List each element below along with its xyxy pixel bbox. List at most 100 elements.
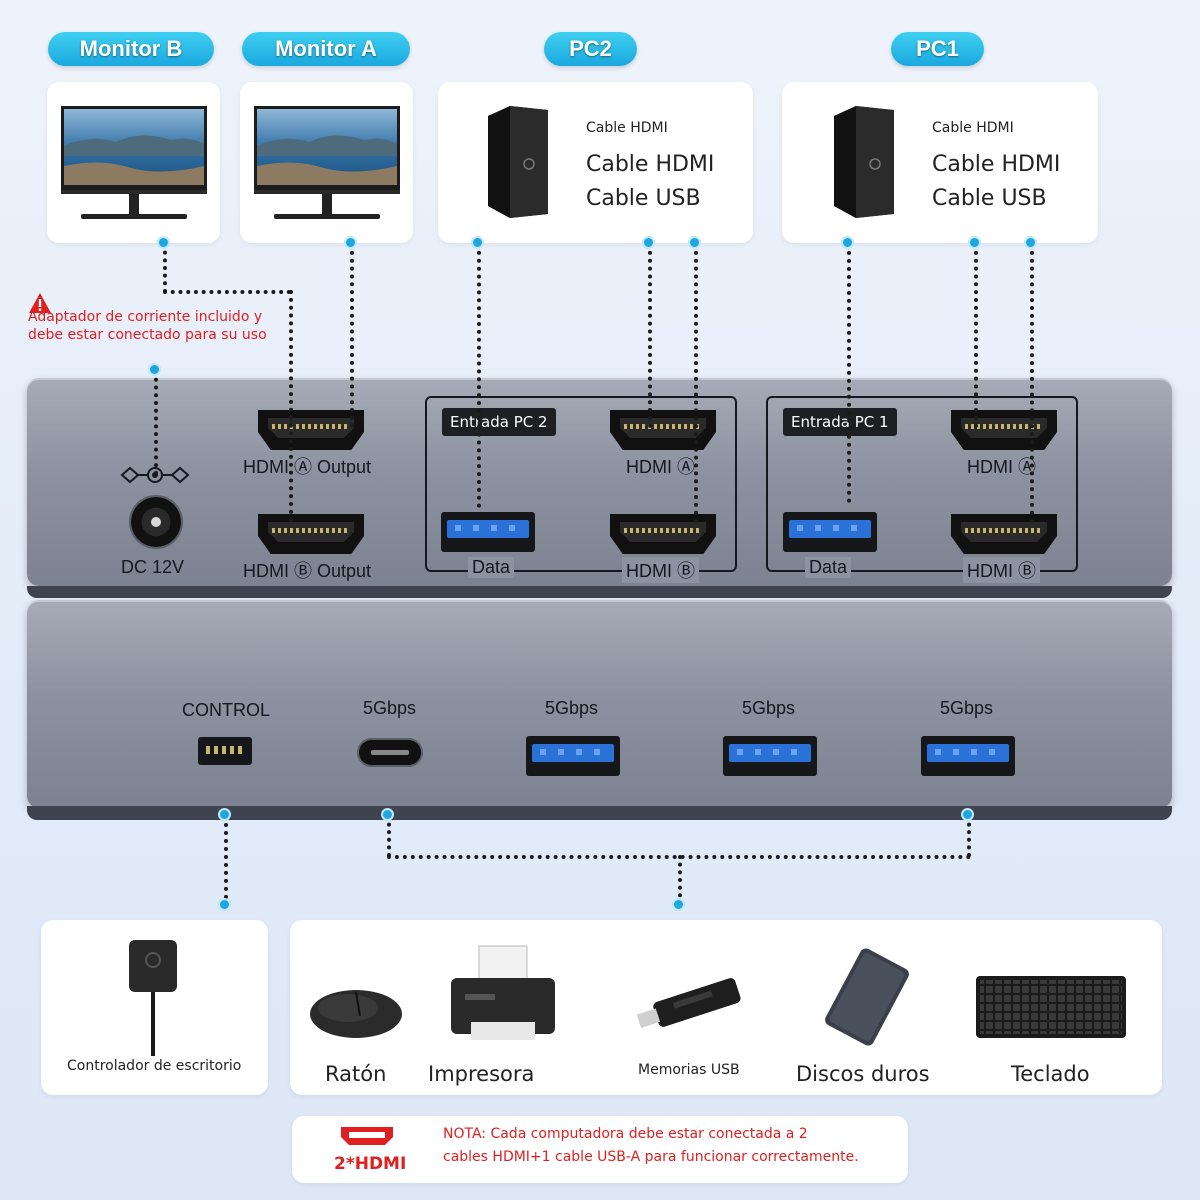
connector-line xyxy=(694,243,698,523)
hdmi-b-output-label: HDMI Ⓑ Output xyxy=(243,561,372,581)
connector-line xyxy=(974,243,978,428)
pc-tower-icon xyxy=(834,106,894,218)
monitor-a-card xyxy=(240,82,413,243)
pc1-hdmi-b-label: HDMI Ⓑ xyxy=(963,557,1040,583)
note-card: 2*HDMI NOTA: Cada computadora debe estar… xyxy=(292,1116,908,1183)
usb-a-port-3[interactable] xyxy=(921,736,1015,776)
pc1-card: Cable HDMI Cable HDMI Cable USB xyxy=(782,82,1098,243)
hard-drive-icon xyxy=(825,948,909,1046)
connector-dot xyxy=(157,236,170,249)
connector-line xyxy=(967,815,971,857)
note-hdmi-label: 2*HDMI xyxy=(334,1154,407,1174)
connector-line xyxy=(678,855,682,905)
connector-dot xyxy=(642,236,655,249)
pc1-cable-line2: Cable HDMI xyxy=(932,152,1061,177)
connector-line xyxy=(387,815,391,857)
monitor-b-card xyxy=(47,82,220,243)
usb-stick-icon xyxy=(636,978,741,1028)
pc2-hdmi-a-label: HDMI Ⓐ xyxy=(626,457,695,477)
usb-a-port1-speed-label: 5Gbps xyxy=(545,698,599,718)
pc1-cable-line3: Cable USB xyxy=(932,186,1047,211)
pc2-cable-line2: Cable HDMI xyxy=(586,152,715,177)
pc2-hdmi-b-label: HDMI Ⓑ xyxy=(622,557,699,583)
dc-pin xyxy=(151,517,161,527)
pc1-hdmi-a-port[interactable] xyxy=(951,410,1057,450)
usb-a-port-2[interactable] xyxy=(723,736,817,776)
connector-dot xyxy=(961,808,974,821)
controller-label: Controlador de escritorio xyxy=(67,1058,242,1074)
monitor-a-label: Monitor A xyxy=(242,32,410,66)
mouse-label: Ratón xyxy=(325,1062,387,1086)
monitor-b-label: Monitor B xyxy=(48,32,214,66)
hdmi-b-output-port[interactable] xyxy=(258,514,364,554)
connector-line xyxy=(289,290,293,522)
connector-dot xyxy=(688,236,701,249)
connector-dot xyxy=(471,236,484,249)
keyboard-label: Teclado xyxy=(1011,1062,1090,1086)
connector-dot xyxy=(1024,236,1037,249)
pc2-data-label: Data xyxy=(468,557,515,578)
connector-line xyxy=(163,290,291,294)
dc-polarity-icon xyxy=(120,466,190,484)
pc1-cable-line1: Cable HDMI xyxy=(932,120,1014,136)
pc2-card: Cable HDMI Cable HDMI Cable USB xyxy=(438,82,753,243)
printer-label: Impresora xyxy=(428,1062,535,1086)
pc1-input-group xyxy=(766,396,1078,572)
usb-a-port-1[interactable] xyxy=(526,736,620,776)
hdmi-a-output-port[interactable] xyxy=(258,410,364,450)
usb-a-port2-speed-label: 5Gbps xyxy=(742,698,796,718)
control-label: CONTROL xyxy=(182,700,271,720)
pc1-hdmi-a-label: HDMI Ⓐ xyxy=(967,457,1036,477)
pc1-label: PC1 xyxy=(891,32,984,66)
keyboard-icon xyxy=(976,976,1126,1038)
usb-a-port3-speed-label: 5Gbps xyxy=(940,698,994,718)
usb-stick-label: Memorias USB xyxy=(638,1062,740,1078)
controller-card: Controlador de escritorio xyxy=(41,920,268,1095)
note-line2: cables HDMI+1 cable USB-A para funcionar… xyxy=(443,1149,859,1165)
pc1-data-label: Data xyxy=(805,557,852,578)
connector-dot xyxy=(344,236,357,249)
pc2-label: PC2 xyxy=(544,32,637,66)
printer-icon xyxy=(451,945,555,1040)
kvm-top-unit-base xyxy=(27,586,1172,598)
control-port[interactable] xyxy=(198,737,252,765)
kvm-bottom-unit-base xyxy=(27,806,1172,820)
pc2-hdmi-b-port[interactable] xyxy=(610,514,716,554)
connector-line xyxy=(1030,243,1034,523)
connector-line xyxy=(154,370,158,475)
pc-tower-icon xyxy=(488,106,548,218)
warning-icon xyxy=(29,293,51,313)
connector-dot xyxy=(968,236,981,249)
pc1-usb-data-port[interactable] xyxy=(783,512,877,552)
pc1-input-tag: Entrada PC 1 xyxy=(783,408,897,436)
usb-c-speed-label: 5Gbps xyxy=(363,698,417,718)
monitor-icon xyxy=(254,106,400,219)
pc1-hdmi-b-port[interactable] xyxy=(951,514,1057,554)
connector-dot xyxy=(148,363,161,376)
usb-c-port[interactable] xyxy=(359,740,421,765)
mouse-icon xyxy=(310,990,402,1038)
connector-line xyxy=(350,243,354,428)
connector-line xyxy=(648,243,652,428)
pc2-cable-line3: Cable USB xyxy=(586,186,701,211)
pc2-cable-line1: Cable HDMI xyxy=(586,120,668,136)
warning-line1: Adaptador de corriente incluido y xyxy=(28,309,263,325)
peripherals-card: Ratón Impresora Memorias USB Discos duro… xyxy=(290,920,1162,1095)
pc2-usb-data-port[interactable] xyxy=(441,512,535,552)
pc2-input-tag: Entrada PC 2 xyxy=(442,408,556,436)
connector-dot xyxy=(672,898,685,911)
warning-line2: debe estar conectado para su uso xyxy=(28,327,267,343)
pc2-hdmi-a-port[interactable] xyxy=(610,410,716,450)
dc-label: DC 12V xyxy=(121,557,185,577)
pc2-input-group xyxy=(425,396,737,572)
hard-drive-label: Discos duros xyxy=(796,1062,930,1086)
connector-dot xyxy=(218,898,231,911)
connector-dot xyxy=(381,808,394,821)
monitor-icon xyxy=(61,106,207,219)
connector-dot xyxy=(218,808,231,821)
connector-dot xyxy=(841,236,854,249)
connector-line xyxy=(477,243,481,508)
hdmi-cable-icon xyxy=(341,1127,393,1145)
connector-line xyxy=(847,243,851,503)
connector-line xyxy=(163,243,167,293)
